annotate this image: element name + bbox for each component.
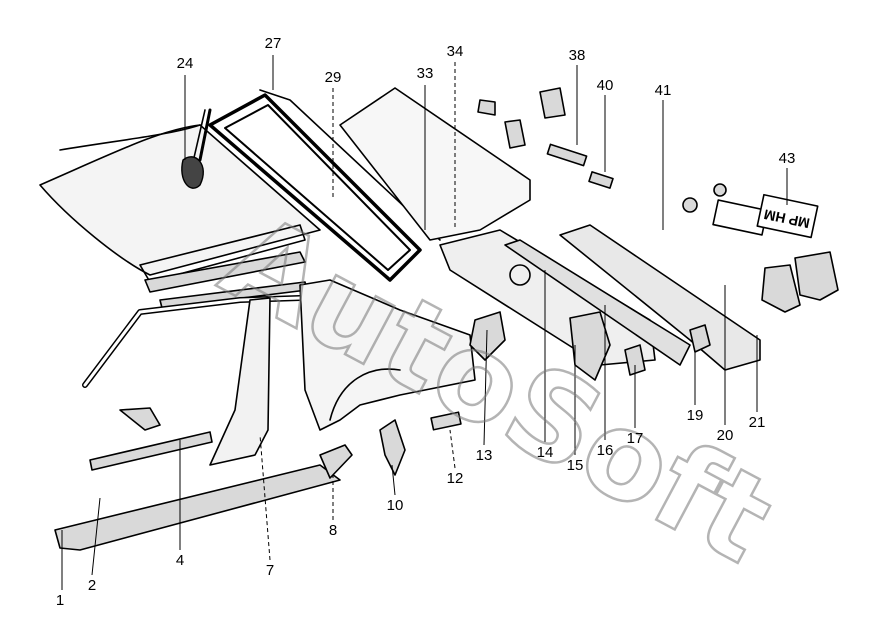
quarter-panel: [299, 279, 476, 431]
sill-panels: [54, 431, 341, 551]
rear-bumper: [504, 224, 761, 371]
callout-4: 4: [176, 552, 184, 569]
callout-7: 7: [266, 562, 274, 579]
callout-17: 17: [627, 430, 644, 447]
roof-panel: [39, 124, 321, 283]
callout-15: 15: [567, 457, 584, 474]
callout-34: 34: [447, 43, 464, 60]
b-pillar: [209, 297, 271, 466]
callout-20: 20: [717, 427, 734, 444]
callout-38: 38: [569, 47, 586, 64]
rear-window-assembly: [189, 89, 441, 282]
callout-12: 12: [447, 470, 464, 487]
callout-40: 40: [597, 77, 614, 94]
callout-21: 21: [749, 414, 766, 431]
trunk-lid: [339, 87, 531, 241]
callout-2: 2: [88, 577, 96, 594]
callout-14: 14: [537, 444, 554, 461]
callout-43: 43: [779, 150, 796, 167]
callout-33: 33: [417, 65, 434, 82]
callout-41: 41: [655, 82, 672, 99]
callout-13: 13: [476, 447, 493, 464]
callout-1: 1: [56, 592, 64, 609]
callout-19: 19: [687, 407, 704, 424]
callout-16: 16: [597, 442, 614, 459]
callout-24: 24: [177, 55, 194, 72]
small-parts: [119, 87, 839, 479]
callout-29: 29: [325, 69, 342, 86]
callout-27: 27: [265, 35, 282, 52]
callout-labels: 1 2 4 7 8 10 12 13 14 15 16 17 19 20 21 …: [56, 35, 796, 609]
leader-lines: [61, 55, 788, 590]
callout-8: 8: [329, 522, 337, 539]
callout-10: 10: [387, 497, 404, 514]
